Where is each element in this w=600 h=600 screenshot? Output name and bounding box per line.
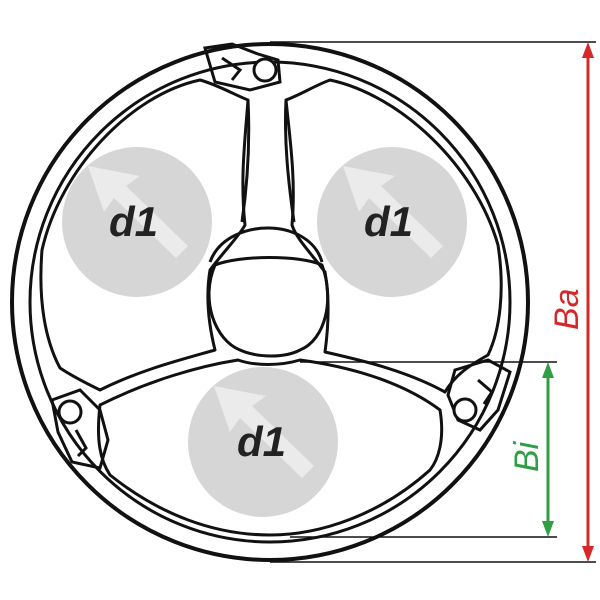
ring-clip-right [446,358,512,432]
chamber-top-left: d1 [62,147,212,297]
bi-dimension: Bi [508,362,554,537]
ba-label: Ba [548,288,586,330]
chamber-bottom: d1 [188,367,338,517]
chamber-top-right-label: d1 [364,198,413,245]
extension-lines [270,41,596,563]
bi-label: Bi [508,440,546,472]
ba-dimension: Ba [548,42,594,562]
chamber-top-right: d1 [317,147,467,297]
ring-clip-left [50,388,110,470]
ring-clip-top [203,42,282,92]
chamber-top-left-label: d1 [109,198,158,245]
chamber-bottom-label: d1 [237,418,286,465]
